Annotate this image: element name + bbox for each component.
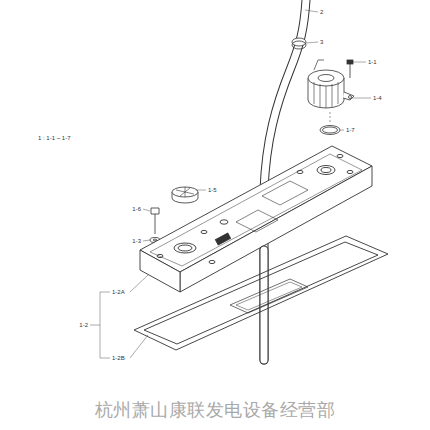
callout-number: 1-5	[208, 187, 217, 193]
leader-lines	[90, 10, 371, 358]
callout-number: 3	[320, 39, 323, 45]
callout-number: 1-4	[373, 95, 382, 101]
callout-number: 1-1	[368, 59, 377, 65]
valve-cover	[140, 146, 372, 292]
o-ring	[320, 126, 340, 135]
callout-number: 1-2	[79, 322, 88, 328]
oil-filler-cap	[172, 187, 198, 203]
watermark: 杭州萧山康联发电设备经营部	[95, 401, 336, 419]
callout-number: 1-2A	[112, 289, 125, 295]
callout-number: 1-3	[132, 238, 141, 244]
bolt	[347, 60, 353, 78]
callout-number: 1-7	[346, 127, 355, 133]
callout-number: 1-2B	[112, 355, 125, 361]
cover-gasket	[134, 236, 388, 350]
breather-body	[308, 60, 354, 108]
callout-number: 2	[320, 9, 323, 15]
assembly-note: 1 : 1-1 ~ 1-7	[38, 135, 71, 141]
callout-number: 1-6	[132, 206, 141, 212]
